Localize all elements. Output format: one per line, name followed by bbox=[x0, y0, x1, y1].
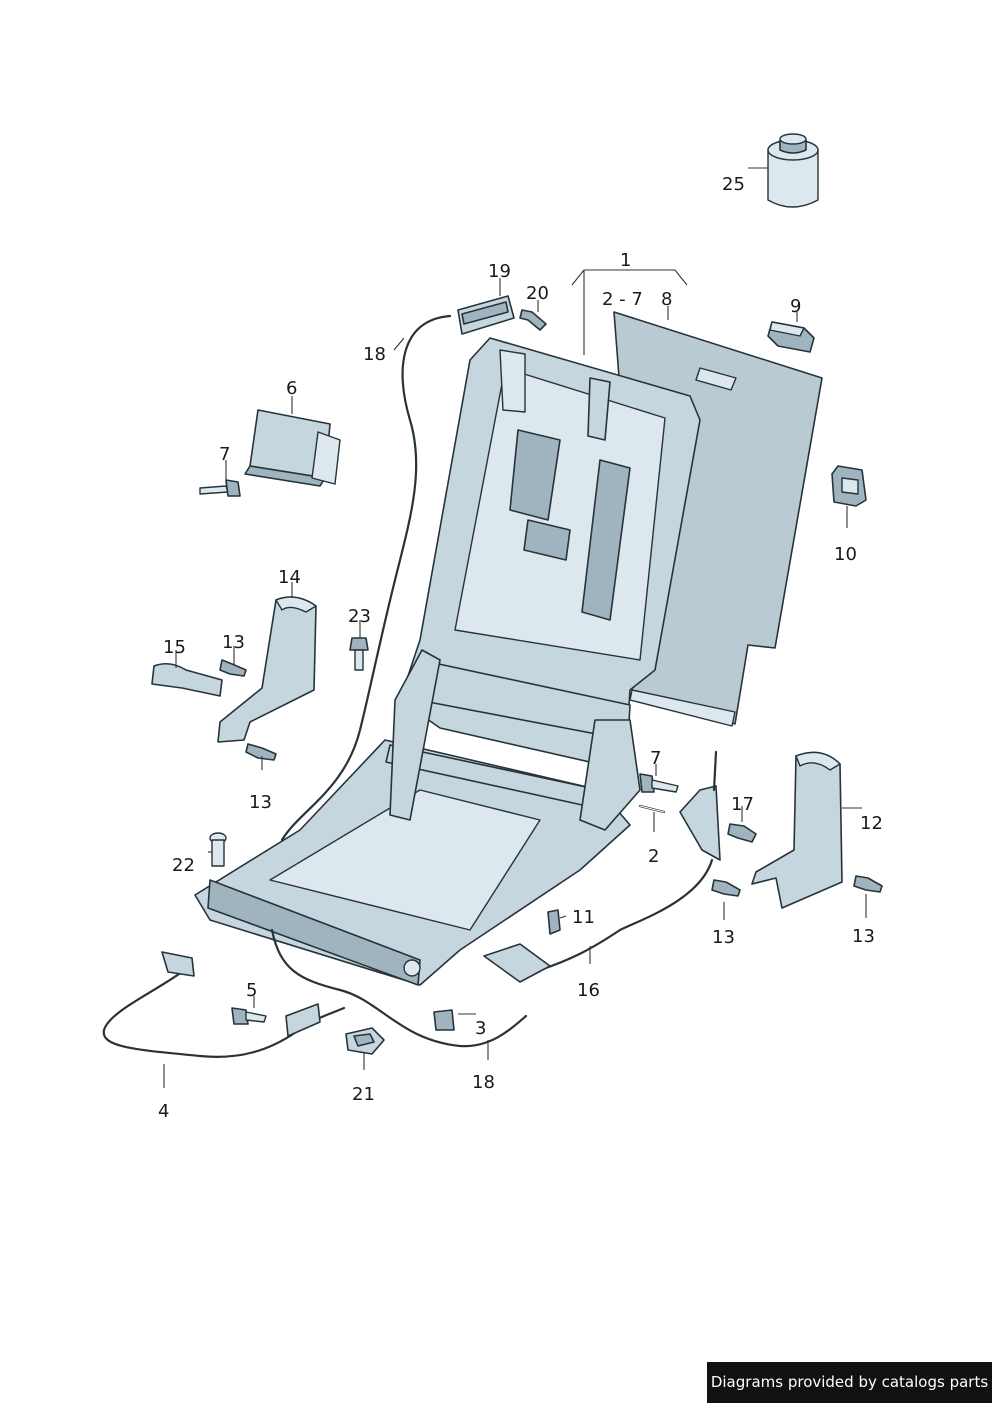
callout-16: 16 bbox=[577, 980, 600, 1001]
callout-1: 1 bbox=[620, 250, 631, 271]
callout-17: 17 bbox=[731, 794, 754, 815]
callout-11: 11 bbox=[572, 907, 595, 928]
part-4-release-rod bbox=[102, 951, 346, 1058]
callout-2: 2 bbox=[648, 846, 659, 867]
part-18-cable-upper bbox=[280, 314, 452, 842]
callout-25: 25 bbox=[722, 174, 745, 195]
part-13-screw-c bbox=[711, 879, 741, 897]
callout-12: 12 bbox=[860, 813, 883, 834]
callout-18-bottom: 18 bbox=[472, 1072, 495, 1093]
callout-labels: 1 2 - 7 8 9 10 19 20 18 6 7 14 15 13 23 … bbox=[158, 174, 883, 1122]
callout-21: 21 bbox=[352, 1084, 375, 1105]
part-10-clip bbox=[831, 465, 867, 507]
callout-2-7: 2 - 7 bbox=[602, 289, 643, 310]
part-13-screw-d bbox=[853, 875, 883, 893]
part-11-clip bbox=[547, 909, 561, 935]
callout-23: 23 bbox=[348, 606, 371, 627]
callout-5: 5 bbox=[246, 980, 257, 1001]
callout-13-c: 13 bbox=[712, 927, 735, 948]
callout-22: 22 bbox=[172, 855, 195, 876]
leader-lines bbox=[163, 167, 867, 1088]
part-7-rivet-left bbox=[199, 479, 241, 497]
part-13-screw-a bbox=[219, 659, 247, 677]
part-14-side-cover bbox=[217, 596, 317, 743]
callout-20: 20 bbox=[526, 283, 549, 304]
part-20-screw bbox=[519, 309, 547, 331]
part-13-screw-b bbox=[245, 743, 277, 761]
part-5-bolt bbox=[231, 1007, 267, 1025]
part-17-screw bbox=[727, 823, 757, 843]
part-25-canister bbox=[767, 133, 819, 208]
part-7-rivet-right bbox=[639, 773, 679, 793]
part-23-bolt bbox=[349, 637, 369, 671]
part-9-clip bbox=[767, 321, 815, 353]
callout-13-d: 13 bbox=[852, 926, 875, 947]
callout-13-a: 13 bbox=[222, 632, 245, 653]
callout-15: 15 bbox=[163, 637, 186, 658]
part-15-strap bbox=[151, 662, 223, 697]
part-6-control-module bbox=[244, 409, 341, 487]
callout-10: 10 bbox=[834, 544, 857, 565]
diagram-credit-banner: Diagrams provided by catalogs parts bbox=[707, 1362, 992, 1403]
part-22-bolt bbox=[209, 832, 227, 867]
part-21-cap bbox=[345, 1027, 385, 1055]
callout-18-top: 18 bbox=[363, 344, 386, 365]
callout-19: 19 bbox=[488, 261, 511, 282]
callout-6: 6 bbox=[286, 378, 297, 399]
callout-8: 8 bbox=[661, 289, 672, 310]
part-18-cable-lower bbox=[270, 928, 528, 1048]
part-3-bracket bbox=[433, 943, 551, 1031]
callout-7-right: 7 bbox=[650, 748, 661, 769]
part-1-seat-frame bbox=[194, 337, 701, 986]
part-12-side-cover bbox=[751, 751, 843, 909]
callout-3: 3 bbox=[475, 1018, 486, 1039]
part-2-spring bbox=[638, 804, 666, 814]
callout-14: 14 bbox=[278, 567, 301, 588]
callout-9: 9 bbox=[790, 296, 801, 317]
part-19-latch bbox=[457, 295, 515, 335]
callout-7-left: 7 bbox=[219, 444, 230, 465]
callout-13-b: 13 bbox=[249, 792, 272, 813]
callout-4: 4 bbox=[158, 1101, 169, 1122]
part-16-bracket-cable bbox=[538, 750, 721, 972]
